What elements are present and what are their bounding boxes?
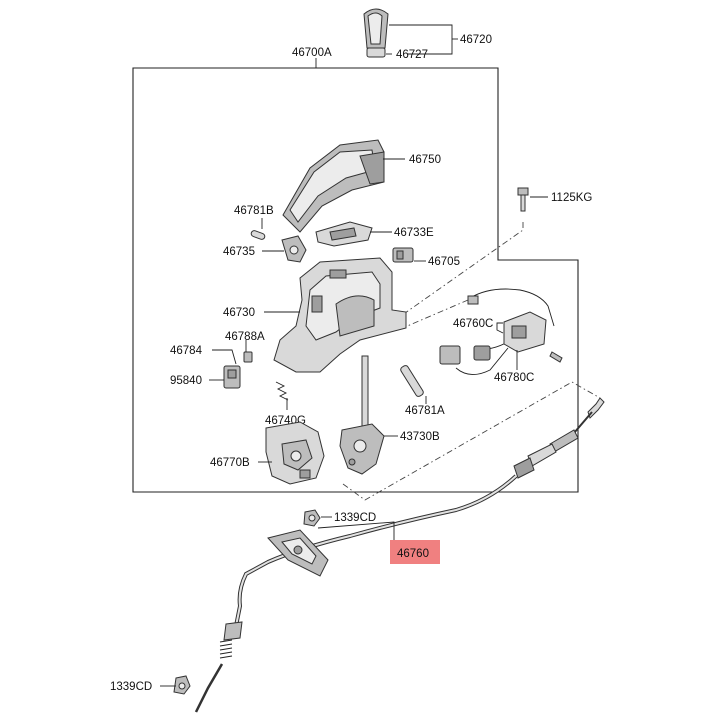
label-46750: 46750: [409, 154, 441, 166]
label-46730: 46730: [223, 307, 255, 319]
label-46784: 46784: [170, 345, 203, 357]
wire-harness: [439, 288, 563, 375]
slider-46733E: [315, 221, 373, 247]
clip-46788A: [243, 351, 253, 363]
phantom-line-harness: [397, 299, 469, 331]
phantom-line-cable: [342, 381, 601, 501]
label-1125KG: 1125KG: [551, 192, 592, 204]
label-1339CD-top: 1339CD: [334, 512, 376, 524]
lever-43730B: [339, 355, 385, 475]
label-43730B: 43730B: [400, 431, 440, 443]
label-46781B: 46781B: [234, 205, 274, 217]
bracket-46735: [281, 235, 307, 263]
label-46780C: 46780C: [494, 372, 534, 384]
nut-1339CD-bottom: [173, 675, 191, 695]
wire-46784: [212, 349, 237, 365]
label-46705: 46705: [428, 256, 460, 268]
shift-cable-46760: [194, 397, 605, 713]
label-46720: 46720: [460, 34, 492, 46]
label-46700A: 46700A: [292, 47, 332, 59]
nut-1339CD-top: [303, 509, 321, 527]
bolt-1125KG: [517, 187, 529, 212]
label-46735: 46735: [223, 246, 255, 258]
pin-46781B: [250, 230, 266, 240]
label-95840: 95840: [170, 375, 202, 387]
phantom-line-bolt: [397, 222, 524, 319]
indicator-cover: [282, 139, 385, 233]
label-46788A: 46788A: [225, 331, 265, 343]
assembly-frame: [132, 67, 579, 493]
label-46781A: 46781A: [405, 405, 445, 417]
leader-46720: [389, 24, 453, 55]
highlight-46760: [390, 540, 440, 564]
bulb-95840: [223, 365, 241, 389]
spring-46740G: [275, 381, 289, 401]
label-46770B: 46770B: [210, 457, 250, 469]
switch-46705: [392, 247, 414, 263]
bracket-46770B: [265, 421, 325, 485]
shift-knob: [363, 8, 389, 58]
label-46727: 46727: [396, 49, 428, 61]
label-46733E: 46733E: [394, 227, 434, 239]
label-1339CD-bottom: 1339CD: [110, 681, 152, 693]
shifter-base: [273, 257, 407, 373]
label-46760C: 46760C: [453, 318, 493, 330]
label-46760: 46760: [397, 548, 429, 560]
pin-46781A: [400, 365, 424, 397]
